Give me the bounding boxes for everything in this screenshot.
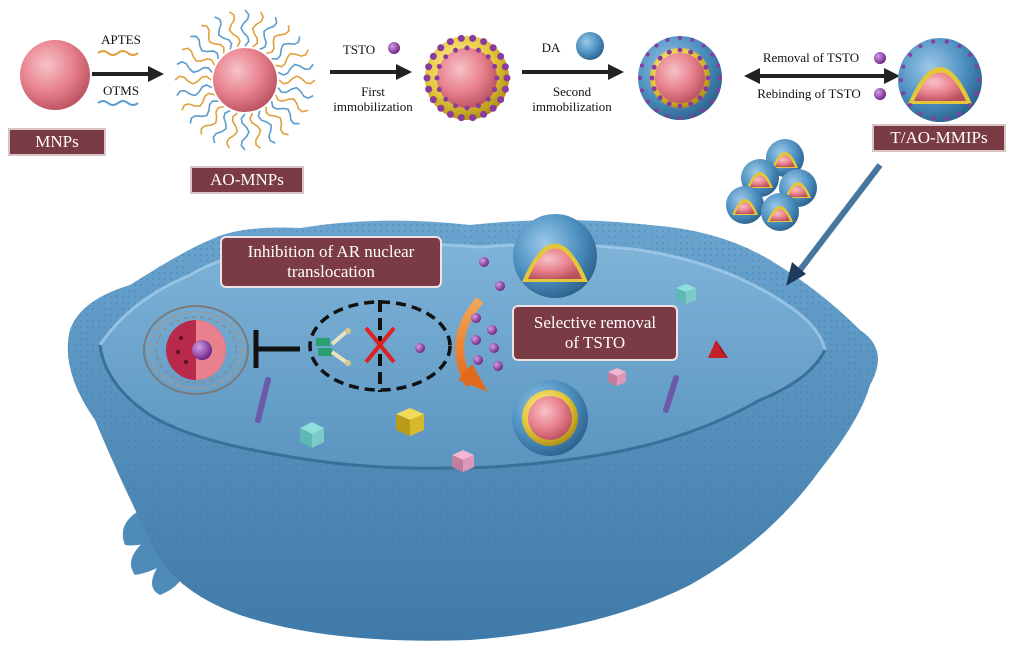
inhibition-callout: Inhibition of AR nuclear translocation: [220, 236, 442, 288]
mip-particle-empty: [513, 214, 597, 298]
otms-label: OTMS: [96, 83, 146, 98]
tsto-label: TSTO: [336, 42, 382, 57]
t-ao-mmips-label: T/AO-MMIPs: [872, 124, 1006, 152]
selective-line2: of TSTO: [565, 333, 625, 353]
mip-particle-loaded: [512, 380, 588, 456]
inhibition-line2: translocation: [287, 262, 375, 282]
mmip-cluster: [726, 139, 817, 231]
second-label-line1: Second: [522, 84, 622, 99]
selective-removal-callout: Selective removal of TSTO: [512, 305, 678, 361]
tsto-molecule-icon: [415, 343, 425, 353]
mnps-label: MNPs: [8, 128, 106, 156]
da-label: DA: [536, 40, 566, 55]
first-label-line2: immobilization: [326, 99, 420, 114]
first-immobilization-label: First immobilization: [326, 84, 420, 114]
da-monomer-icon: [576, 32, 604, 60]
first-label-line1: First: [326, 84, 420, 99]
cell: [68, 220, 878, 641]
second-immobilization-particle: [638, 36, 722, 120]
inhibition-line1: Inhibition of AR nuclear: [248, 242, 415, 262]
ao-mnps-label: AO-MNPs: [190, 166, 304, 194]
second-immobilization-label: Second immobilization: [522, 84, 622, 114]
aptes-label: APTES: [96, 32, 146, 47]
tsto-molecule-icon: [388, 42, 400, 54]
second-label-line2: immobilization: [522, 99, 622, 114]
removal-label: Removal of TSTO: [748, 50, 874, 65]
mnp-particle: [20, 40, 90, 110]
ao-mnp-particle: [175, 10, 315, 150]
rebinding-label: Rebinding of TSTO: [742, 86, 876, 101]
t-ao-mmip-particle: [898, 38, 982, 122]
first-immobilization-particle: [424, 35, 511, 121]
selective-line1: Selective removal: [534, 313, 656, 333]
